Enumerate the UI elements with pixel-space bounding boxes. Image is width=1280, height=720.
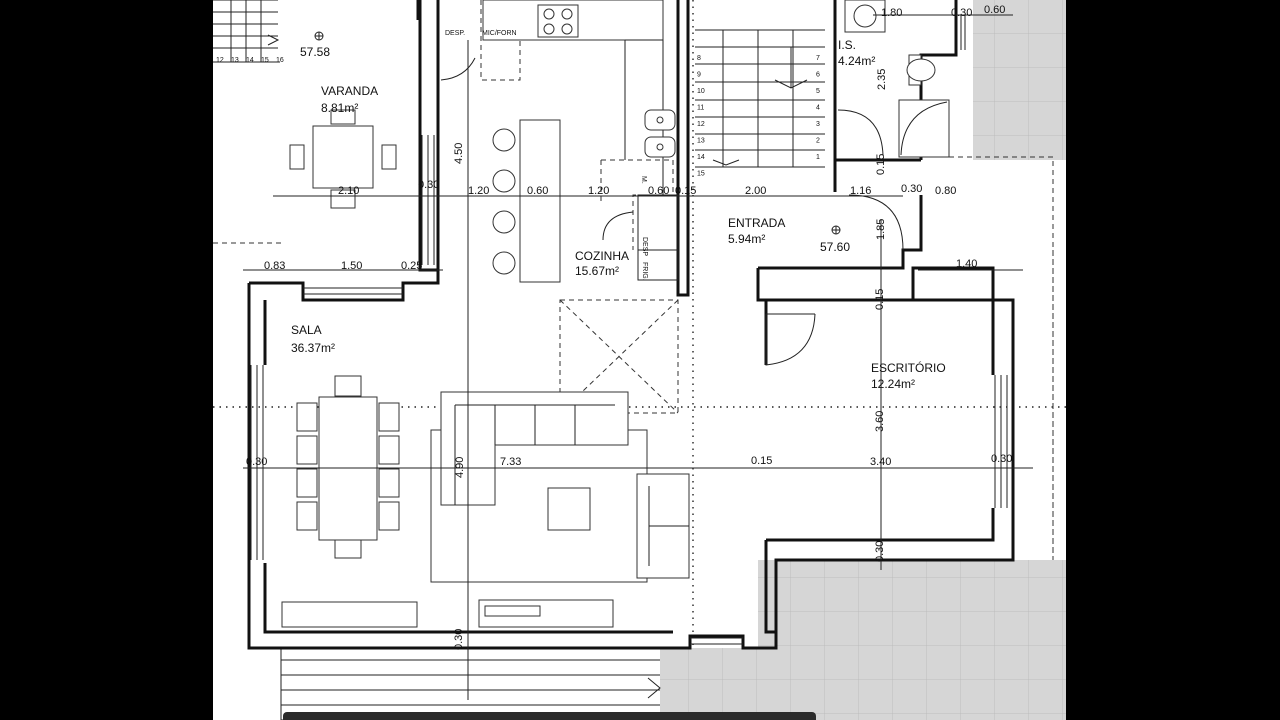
room-name-varanda: VARANDA (321, 84, 378, 98)
stair-step-left-8: 8 (697, 55, 701, 62)
dim-1-20-a: 1.20 (468, 185, 489, 197)
stair-step-right-3: 3 (816, 121, 820, 128)
dim-2-00: 2.00 (745, 185, 766, 197)
floor-plan-canvas: VARANDA 8.81m² COZINHA 15.67m² SALA 36.3… (213, 0, 1066, 720)
dim-2-10: 2.10 (338, 185, 359, 197)
dim-0-30-e: 0.30 (991, 453, 1012, 465)
dimension-texts: 1.80 0.30 0.60 2.35 4.50 2.10 0.30 1.20 … (246, 4, 1012, 650)
dim-2-35: 2.35 (876, 69, 888, 90)
room-name-sala: SALA (291, 323, 322, 337)
dim-1-85: 1.85 (875, 219, 887, 240)
label-desp: DESP. (445, 30, 465, 37)
stair-step-top-12: 12 (216, 57, 224, 64)
stair-numbers: 12 13 14 15 16 8 9 10 11 12 13 14 15 7 6 5 4 3 2 1 (216, 55, 820, 178)
room-name-is: I.S. (838, 38, 856, 52)
room-area-sala: 36.37m² (291, 341, 335, 355)
dim-1-16: 1.16 (850, 185, 871, 197)
room-name-escritorio: ESCRITÓRIO (871, 360, 946, 375)
walls (247, 0, 1015, 650)
dim-1-20-b: 1.20 (588, 185, 609, 197)
varanda-dining (289, 109, 397, 209)
label-desp-vertical: DESP (641, 237, 648, 256)
appliance-labels: DESP. MIC/FORN DESP FRIG. M. (445, 30, 648, 281)
stair-step-left-15: 15 (697, 171, 705, 178)
dim-0-25: 0.25 (401, 260, 422, 272)
stair-step-right-5: 5 (816, 88, 820, 95)
dimension-lines (243, 14, 1033, 700)
label-micforn: MIC/FORN (482, 30, 517, 37)
label-frig: FRIG. (641, 262, 648, 281)
dim-0-15-d: 0.15 (751, 455, 772, 467)
dim-0-30-b: 0.30 (418, 179, 439, 191)
dim-4-50: 4.50 (453, 143, 465, 164)
dim-3-40: 3.40 (870, 456, 891, 468)
room-area-escritorio: 12.24m² (871, 377, 915, 391)
interior-stair (695, 29, 825, 168)
stair-step-right-4: 4 (816, 105, 820, 112)
dim-0-60-b: 0.60 (527, 185, 548, 197)
dim-0-30-d: 0.30 (246, 456, 267, 468)
dim-0-30-c: 0.30 (901, 183, 922, 195)
stair-step-left-12: 12 (697, 121, 705, 128)
stair-step-top-15: 15 (261, 57, 269, 64)
stair-step-right-7: 7 (816, 55, 820, 62)
dim-0-83: 0.83 (264, 260, 285, 272)
dim-7-33: 7.33 (500, 456, 521, 468)
stair-step-left-9: 9 (697, 72, 701, 79)
stair-step-left-11: 11 (697, 105, 704, 112)
dim-0-60-c: 0.60 (648, 185, 669, 197)
dim-0-30-a: 0.30 (951, 7, 972, 19)
level-top: 57.58 (300, 45, 330, 59)
dim-1-80: 1.80 (881, 7, 902, 19)
stair-step-left-13: 13 (697, 138, 705, 145)
room-area-entrada: 5.94m² (728, 232, 765, 246)
stair-step-top-13: 13 (231, 57, 239, 64)
axis-lines (213, 0, 1066, 650)
stair-step-right-2: 2 (816, 138, 820, 145)
bathroom-fixtures (837, 0, 950, 251)
kitchen-fixtures (440, 0, 679, 283)
bottom-toolbar-edge (283, 712, 816, 720)
dim-0-15-c: 0.15 (874, 289, 886, 310)
exterior-paving (660, 0, 1066, 720)
dim-3-60: 3.60 (874, 411, 886, 432)
room-area-is: 4.24m² (838, 54, 875, 68)
escritorio-door (765, 313, 816, 366)
dim-1-50: 1.50 (341, 260, 362, 272)
sala-furniture (281, 375, 690, 628)
dim-0-30-f: 0.30 (874, 541, 886, 562)
dim-0-15-b: 0.15 (875, 154, 887, 175)
stair-step-top-16: 16 (276, 57, 284, 64)
stair-step-right-6: 6 (816, 72, 820, 79)
room-area-cozinha: 15.67m² (575, 264, 619, 278)
dim-0-30-g: 0.30 (453, 629, 465, 650)
label-m: M. (640, 176, 647, 184)
windows (250, 15, 1008, 645)
room-labels: VARANDA 8.81m² COZINHA 15.67m² SALA 36.3… (291, 38, 946, 391)
stair-step-right-1: 1 (816, 154, 820, 161)
stair-step-left-14: 14 (697, 154, 705, 161)
stair-step-left-10: 10 (697, 88, 705, 95)
level-markers: 57.58 57.60 (300, 31, 850, 254)
room-name-cozinha: COZINHA (575, 249, 629, 263)
level-entrada: 57.60 (820, 240, 850, 254)
stair-step-top-14: 14 (246, 57, 254, 64)
exterior-stair-top-left (213, 0, 280, 63)
dim-0-80: 0.80 (935, 185, 956, 197)
dim-1-40: 1.40 (956, 258, 977, 270)
floor-plan-drawing: VARANDA 8.81m² COZINHA 15.67m² SALA 36.3… (213, 0, 1066, 720)
dim-4-90: 4.90 (454, 457, 466, 478)
room-area-varanda: 8.81m² (321, 101, 358, 115)
exterior-stair-bottom (280, 648, 661, 720)
dim-0-60-a: 0.60 (984, 4, 1005, 16)
room-name-entrada: ENTRADA (728, 216, 785, 230)
dim-0-15-a: 0.15 (675, 185, 696, 197)
